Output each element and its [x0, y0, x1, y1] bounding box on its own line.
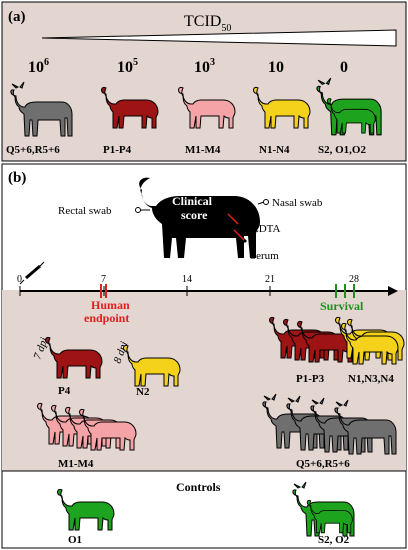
dose-1: 106 [28, 57, 49, 76]
rectal-swab-label: Rectal swab [58, 205, 112, 217]
serum-label: Serum [250, 250, 279, 262]
s2o2-label: S2, O2 [318, 534, 350, 546]
syringe-icon [19, 261, 45, 285]
timeline-arrowhead [388, 286, 398, 296]
tick-7: 7 [101, 274, 106, 285]
edta-label: EDTA [252, 223, 281, 235]
sampling-lamb-icon [139, 177, 260, 258]
group-label-yellow: N1-N4 [259, 144, 290, 156]
survival-label: Survival [320, 299, 364, 313]
q5r5-label: Q5+6,R5+6 [296, 458, 350, 470]
nasal-swab-marker [263, 199, 269, 205]
serum-tube-icon [230, 226, 248, 244]
group-label-green: S2, O1,O2 [318, 144, 366, 156]
tcid-title: TCID50 [184, 13, 231, 34]
dose-gradient-triangle [41, 29, 397, 47]
rectal-swab-marker [135, 207, 141, 213]
o1-label: O1 [68, 534, 82, 546]
m1m4-label: M1-M4 [58, 458, 94, 470]
human-endpoint-line2: endpoint [84, 311, 129, 325]
tick-28: 28 [349, 274, 359, 285]
group-label-red: P1-P4 [103, 144, 132, 156]
dose-4: 10 [268, 59, 284, 76]
clinical-score-line2: score [181, 208, 208, 222]
dose-3: 103 [194, 57, 215, 76]
tick-0: 0 [17, 274, 22, 285]
group-label-grey: Q5+6,R5+6 [6, 144, 60, 156]
clinical-score-line1: Clinical [172, 194, 213, 208]
p1p3-label: P1-P3 [296, 373, 325, 385]
edta-tube-icon [224, 210, 242, 228]
nasal-swab-label: Nasal swab [272, 197, 323, 209]
group-label-pink: M1-M4 [185, 144, 221, 156]
dose-2: 105 [117, 57, 138, 76]
panel-a-label: (a) [8, 9, 26, 25]
n1n3n4-label: N1,N3,N4 [348, 373, 394, 385]
n2-label: N2 [136, 386, 150, 398]
dose-5: 0 [340, 59, 348, 76]
controls-label: Controls [176, 480, 221, 494]
p4-label: P4 [58, 385, 71, 397]
human-endpoint-line1: Human [91, 298, 130, 312]
panel-b-label: (b) [8, 170, 26, 186]
tick-14: 14 [182, 274, 192, 285]
tick-21: 21 [265, 274, 275, 285]
